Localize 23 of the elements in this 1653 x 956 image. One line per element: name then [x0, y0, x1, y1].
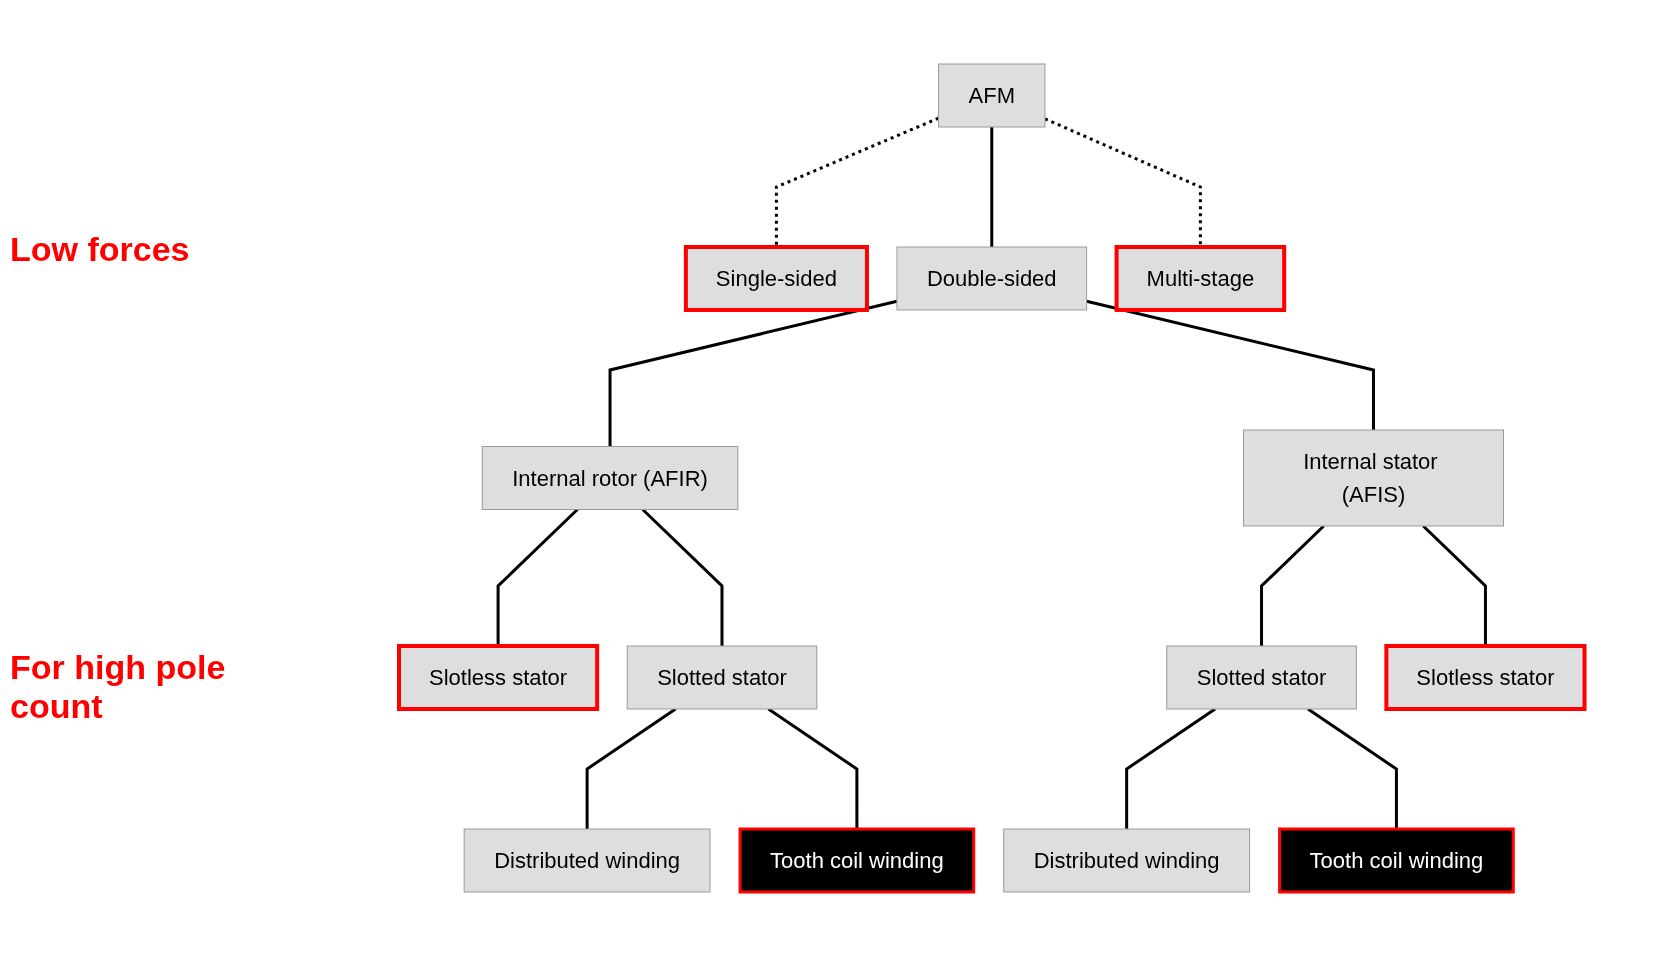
node-box: Tooth coil winding: [1277, 827, 1515, 894]
node-box: Tooth coil winding: [738, 827, 975, 894]
node-box: Distributed winding: [463, 828, 711, 893]
note-text: For high pole count: [10, 648, 227, 727]
connector: [1085, 299, 1375, 430]
connector: [774, 116, 939, 247]
node-box: AFM: [937, 63, 1046, 128]
node-box: Internal stator (AFIS): [1242, 429, 1504, 527]
connector: [608, 299, 898, 447]
node-box: Single-sided: [683, 245, 869, 312]
node-box: Slotless stator: [396, 644, 599, 711]
note-text: Low forces: [10, 229, 191, 269]
connector: [641, 508, 724, 646]
connector: [496, 508, 579, 646]
node-box: Slotted stator: [626, 645, 818, 710]
node-box: Internal rotor (AFIR): [481, 446, 739, 510]
node-box: Distributed winding: [1002, 828, 1250, 893]
node-box: Slotted stator: [1165, 645, 1357, 710]
connector: [1044, 117, 1202, 247]
node-box: Multi-stage: [1114, 245, 1286, 312]
connector: [990, 127, 993, 247]
node-box: Slotless stator: [1384, 644, 1587, 711]
node-box: Double-sided: [896, 246, 1087, 311]
